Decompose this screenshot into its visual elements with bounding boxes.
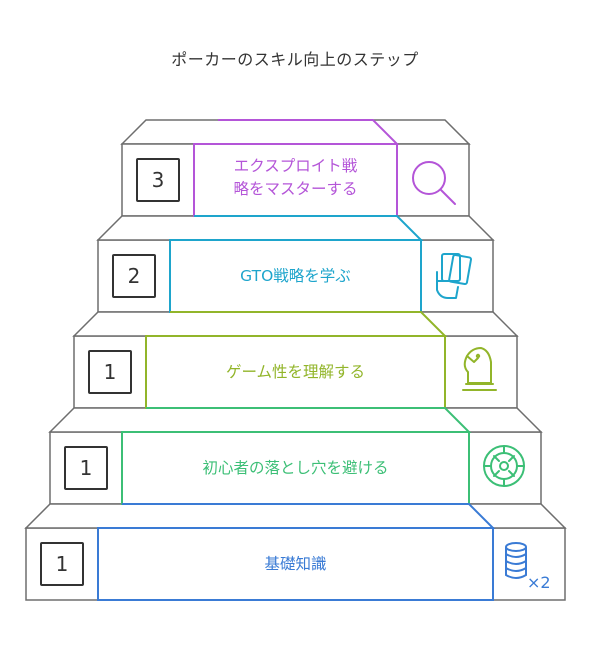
step-tread-frame-level5 bbox=[194, 119, 400, 145]
step-label-level4: GTO戦略を学ぶ bbox=[170, 240, 421, 312]
step-tread-frame-level1 bbox=[98, 503, 496, 529]
step-label-line: 初心者の落とし穴を避ける bbox=[202, 458, 389, 477]
chess-knight-icon bbox=[462, 347, 497, 391]
stair-tread bbox=[24, 503, 567, 529]
step-label-level1: 基礎知識 bbox=[98, 528, 493, 600]
step-tread-frame-level4 bbox=[170, 215, 424, 241]
step-label-line: エクスプロイト戦 bbox=[233, 157, 358, 175]
stair-outer-box bbox=[25, 527, 566, 601]
step-number-badge: 1 bbox=[40, 542, 84, 586]
hand-holding-cards-icon bbox=[436, 253, 472, 299]
roulette-wheel-icon bbox=[483, 445, 525, 487]
stair-outer-box bbox=[49, 431, 542, 505]
step-number-badge: 1 bbox=[88, 350, 132, 394]
step-number-badge: 1 bbox=[64, 446, 108, 490]
step-tread-frame-level2 bbox=[122, 407, 472, 433]
step-label-line: GTO戦略を学ぶ bbox=[240, 266, 351, 285]
stair-outer-box bbox=[73, 335, 518, 409]
stairs-colored-frames bbox=[97, 119, 496, 601]
magnifier-icon bbox=[412, 161, 456, 205]
stairs-outline bbox=[24, 119, 567, 601]
step-label-level5: エクスプロイト戦 略をマスターする bbox=[194, 140, 397, 216]
step-label-level2: 初心者の落とし穴を避ける bbox=[122, 432, 469, 504]
step-number-badge: 2 bbox=[112, 254, 156, 298]
stair-tread bbox=[96, 215, 495, 241]
stair-tread bbox=[72, 311, 519, 337]
chip-multiplier-text: ×2 bbox=[527, 573, 551, 592]
step-number-badge: 3 bbox=[136, 158, 180, 202]
step-label-line: ゲーム性を理解する bbox=[225, 362, 366, 381]
step-label-line: 略をマスターする bbox=[233, 180, 358, 198]
diagram-title: ポーカーのスキル向上のステップ bbox=[171, 50, 419, 69]
chip-stack-icon bbox=[505, 542, 527, 579]
stair-tread bbox=[48, 407, 543, 433]
step-label-line: 基礎知識 bbox=[264, 554, 327, 573]
step-label-level3: ゲーム性を理解する bbox=[146, 336, 445, 408]
step-tread-frame-level3 bbox=[146, 311, 448, 337]
